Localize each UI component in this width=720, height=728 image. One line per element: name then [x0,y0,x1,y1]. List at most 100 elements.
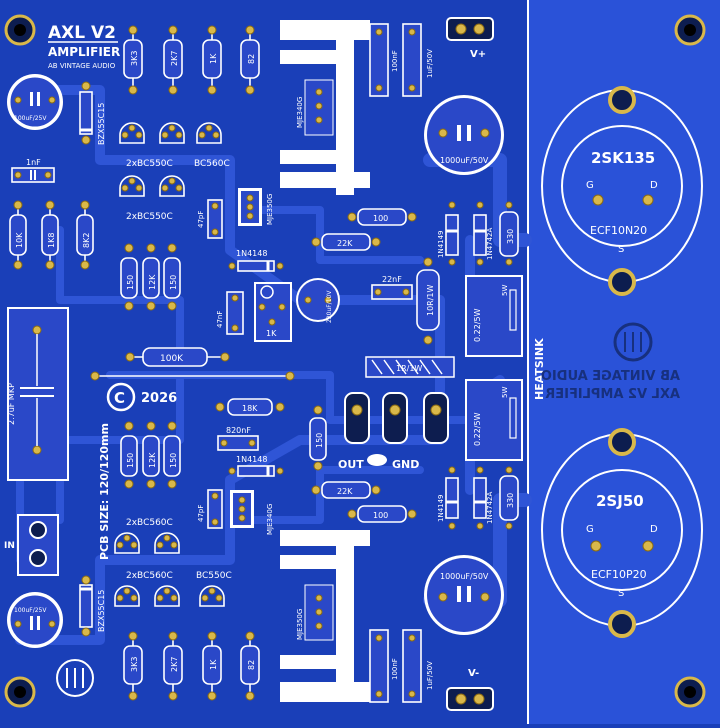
cap-220uf: 220uF/10V [296,278,340,323]
label-47pf-top: 47pF [197,211,205,228]
mirror-subtitle: AXL V2 AMPLIFIER [545,387,680,402]
resistor-triple-upper: 150 12K 150 [120,243,181,311]
resistor-150-e: 150 [309,405,327,471]
to3-nmos: 2SK135 G D S ECF10N20 [541,86,703,296]
label-mje340-top: MJE340G [296,97,304,128]
label-022-bot: 0.22/5W [473,412,482,446]
transistors-top: 2xBC550C BC560C 2xBC550C [119,122,230,222]
label-100-bot: 100 [373,511,388,520]
label-330-top: 330 [506,229,515,244]
resistor-1k-top: 1K [202,25,222,95]
label-330-bot: 330 [506,493,515,508]
input-connector: IN [4,514,59,576]
resistor-22k-top: 22K [311,233,381,251]
label-nmos-s: S [618,244,624,255]
label-150-a: 150 [126,275,135,290]
mounting-holes [4,14,706,708]
cap-22nf: 22nF [371,275,413,300]
resistor-100-bot: 100 [347,505,417,523]
label-22k-top: 22K [337,239,353,248]
label-220uf: 220uF/10V [326,290,333,323]
label-12k-a: 12K [148,274,157,290]
cap-100uf-top: 100uF/25V [7,74,63,130]
label-out: OUT [338,458,364,471]
copyright-year: 2026 [141,391,177,406]
top-resistor-row: 3K3 2K7 1K 82 [123,25,260,95]
svg-text:C: C [114,389,125,407]
label-vminus: V- [468,668,479,679]
label-820nf: 820nF [226,426,251,435]
label-pair-top1: 2xBC550C [126,159,173,169]
output-terminals: OUT GND [338,392,449,471]
label-2-7uf: 2.7uF MKP [7,383,16,425]
label-1n4148-bot: 1N4148 [236,455,267,464]
label-3k3-top: 3K3 [130,51,139,66]
board-brand: AB VINTAGE AUDIO [48,62,116,70]
label-vplus: V+ [470,49,486,60]
resistor-82-bot: 82 [240,631,260,701]
label-1n4149-bot: 1N4149 [437,494,445,522]
label-1n4742-bot: 1N4742A [486,491,494,524]
label-82-top: 82 [247,54,256,64]
heatsink-label: HEATSINK [533,338,546,400]
driver-mje340-bot: MJE340G [230,490,274,535]
label-3k3-bot: 3K3 [130,657,139,672]
label-1n4148-top: 1N4148 [236,249,267,258]
resistor-022-top: 0.22/5W 5W [465,275,523,357]
diode-1n4148-top: 1N4148 [228,249,284,272]
label-2k7-top: 2K7 [170,51,179,66]
label-1uf-bot: 1uF/50V [426,661,434,690]
label-1k8: 1K8 [47,233,56,248]
cap-47pf-bot: 47pF [197,489,223,529]
label-47nf: 47nF [216,311,224,328]
caps-decoupling-top: 100nF 1uF/50V [369,23,434,97]
label-150-e: 150 [315,433,324,448]
diodes-top: 1N4149 1N4742A 330 [437,201,519,266]
label-ecf10n20: ECF10N20 [590,224,647,237]
label-2sk135: 2SK135 [591,149,655,167]
board-subtitle: AMPLIFIER [48,45,120,59]
heatsink-pour [528,0,720,724]
label-ecf10p20: ECF10P20 [591,568,647,581]
label-mje340-bot: MJE340G [266,504,274,535]
label-2sj50: 2SJ50 [596,492,644,510]
title-block: AXL V2 AMPLIFIER AB VINTAGE AUDIO [48,23,120,70]
label-150-b: 150 [169,275,178,290]
resistor-1k-bot: 1K [202,631,222,701]
label-12k-b: 12K [148,452,157,468]
label-in: IN [4,541,15,551]
speaker-icon [367,454,387,466]
diode-1n4148-bot: 1N4148 [228,455,284,477]
label-18k: 18K [242,404,258,413]
mirror-brand: AB VINTAGE AUDIO [541,369,680,384]
diodes-bottom: 1N4149 1N4742A 330 [437,466,519,530]
label-8k2: 8K2 [82,233,91,248]
label-5w-top: 5W [501,285,509,296]
label-1n4742-top: 1N4742A [486,227,494,260]
cap-820nf: 820nF [217,426,259,451]
label-mje350-top: MJE350G [266,194,274,225]
label-1nf: 1nF [26,158,41,167]
label-100uf-bot: 100uF/25V [14,607,47,614]
connector-vplus: V+ [446,17,494,60]
resistor-triple-lower: 150 12K 150 [120,421,181,489]
label-22nf: 22nF [382,275,402,284]
label-1r: 1R/1W [396,364,422,373]
label-zener-bot: BZX55C15 [97,590,106,632]
resistor-3k3-bot: 3K3 [123,631,143,701]
resistor-2k7-top: 2K7 [163,25,183,95]
label-pair-bot3: BC550C [196,571,232,581]
cap-100uf-bot: 100uF/25V [7,592,63,648]
resistor-3k3-top: 3K3 [123,25,143,95]
label-zener-top: BZX55C15 [97,103,106,145]
label-pmos-d: D [650,524,658,535]
resistor-10r: 10R/1W [416,257,440,345]
mount-hole-br [674,676,706,708]
jumper-pad-right [285,371,295,381]
label-pair-bot1: 2xBC560C [126,518,173,528]
cap-47nf: 47nF [216,291,244,335]
label-pmos-g: G [586,524,594,535]
cap-47pf-top: 47pF [197,199,223,239]
label-100nf-top: 100nF [391,50,399,72]
label-150-c: 150 [126,453,135,468]
